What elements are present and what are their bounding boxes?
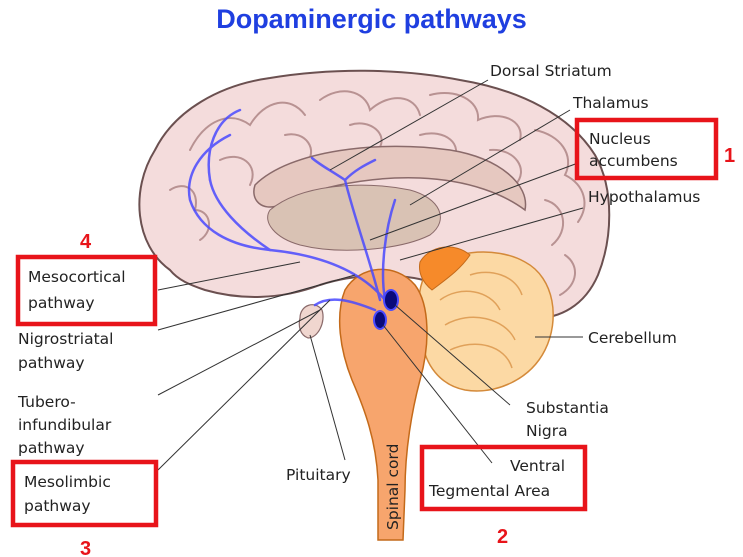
label-spinal-cord: Spinal cord xyxy=(384,444,402,530)
label-vta-line1: Ventral xyxy=(510,457,565,475)
label-thalamus: Thalamus xyxy=(572,94,649,112)
label-hypothalamus: Hypothalamus xyxy=(588,188,700,206)
label-nucleus-accumbens-line2: accumbens xyxy=(589,152,678,170)
marker-2: 2 xyxy=(497,526,508,548)
label-pituitary: Pituitary xyxy=(286,466,351,484)
label-tubero-line2: infundibular xyxy=(18,416,112,434)
marker-3: 3 xyxy=(80,538,91,557)
marker-4: 4 xyxy=(80,231,92,253)
substantia-nigra-nucleus xyxy=(384,290,398,310)
label-nucleus-accumbens-line1: Nucleus xyxy=(589,130,651,148)
label-tubero-line3: pathway xyxy=(18,439,85,457)
mesolimbic-highlight xyxy=(13,462,156,525)
label-nigrostriatal-line1: Nigrostriatal xyxy=(18,330,113,348)
label-mesolimbic-line1: Mesolimbic xyxy=(24,473,111,491)
marker-1: 1 xyxy=(724,145,735,167)
label-dorsal-striatum: Dorsal Striatum xyxy=(490,62,612,80)
label-substantia-nigra-line2: Nigra xyxy=(526,422,568,440)
label-tubero-line1: Tubero- xyxy=(17,393,76,411)
label-substantia-nigra-line1: Substantia xyxy=(526,399,609,417)
label-mesocortical-line2: pathway xyxy=(28,294,95,312)
label-mesolimbic-line2: pathway xyxy=(24,497,91,515)
label-mesocortical-line1: Mesocortical xyxy=(28,268,126,286)
label-nigrostriatal-line2: pathway xyxy=(18,354,85,372)
label-cerebellum: Cerebellum xyxy=(588,329,677,347)
label-vta-line2: Tegmental Area xyxy=(428,482,550,500)
